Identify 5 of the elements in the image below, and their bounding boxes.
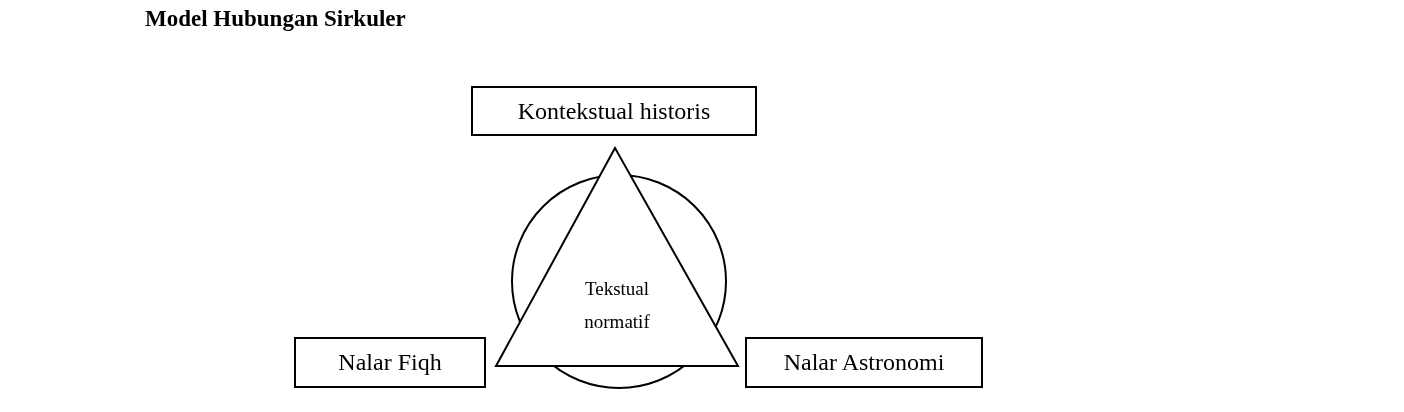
text-box: Nalar Fiqh bbox=[294, 337, 486, 388]
text-box: Kontekstual historis bbox=[471, 86, 757, 136]
diagram-title: Model Hubungan Sirkuler bbox=[145, 6, 406, 32]
node-label: Tekstual normatif bbox=[583, 277, 651, 334]
text-box: Nalar Astronomi bbox=[745, 337, 983, 388]
